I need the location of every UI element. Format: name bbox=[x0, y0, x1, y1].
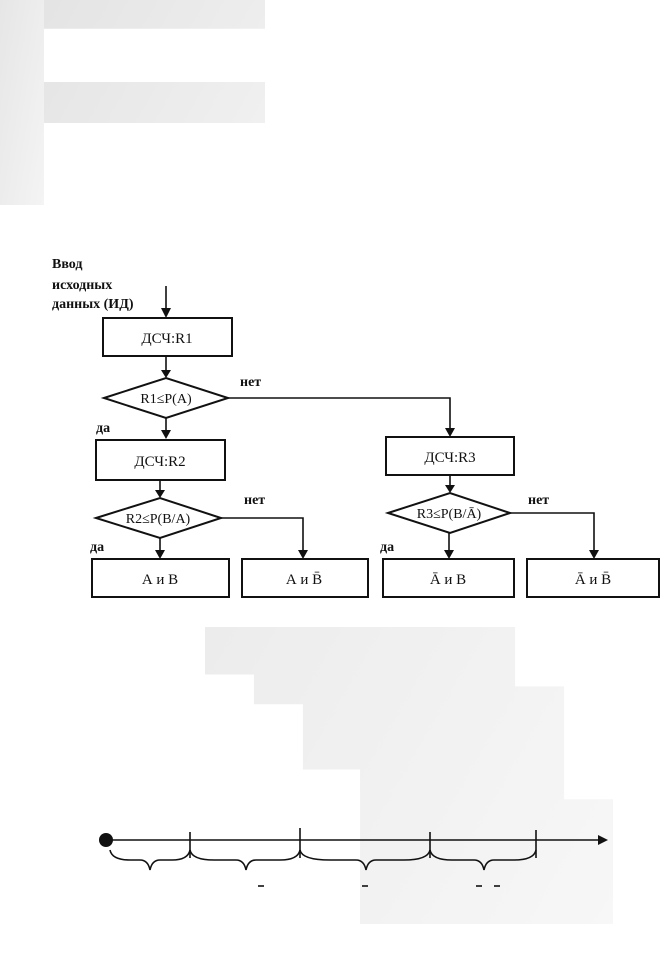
number-line-arrowhead bbox=[598, 835, 608, 845]
outcome-4-label: Ā и B̄ bbox=[575, 572, 611, 588]
outcome-3-box bbox=[382, 558, 515, 598]
arrowhead bbox=[445, 428, 455, 437]
yes-label-3: да bbox=[380, 540, 394, 555]
arrowhead bbox=[444, 550, 454, 559]
arrowhead bbox=[161, 308, 171, 318]
outcome-1-box bbox=[91, 558, 230, 598]
yes-label-2: да bbox=[90, 540, 104, 555]
no-label-3: нет bbox=[528, 493, 549, 508]
background-shade-top-frame bbox=[0, 0, 44, 205]
interval-brace-3 bbox=[299, 849, 431, 871]
condition-1-label: R1≤P(A) bbox=[140, 392, 192, 407]
rng-r3-box bbox=[385, 436, 515, 476]
rng-r1-label: ДСЧ:R1 bbox=[141, 331, 192, 347]
arrowhead bbox=[445, 485, 455, 493]
arrowhead bbox=[155, 550, 165, 559]
yes-label-1: да bbox=[96, 421, 110, 436]
no-label-1: нет bbox=[240, 375, 261, 390]
interval-brace-4 bbox=[429, 849, 537, 871]
arrowhead bbox=[589, 550, 599, 559]
arrowhead bbox=[298, 550, 308, 559]
outcome-2-label: А и B̄ bbox=[286, 572, 322, 588]
arrowhead bbox=[155, 490, 165, 498]
connector bbox=[221, 517, 304, 552]
number-line-origin-point bbox=[99, 833, 113, 847]
input-label-line-3: данных (ИД) bbox=[52, 297, 134, 312]
condition-2-label: R2≤P(B/A) bbox=[126, 512, 191, 527]
arrowhead bbox=[161, 430, 171, 439]
arrowhead bbox=[161, 370, 171, 378]
outcome-4-box bbox=[526, 558, 660, 598]
rng-r2-label: ДСЧ:R2 bbox=[134, 454, 185, 470]
rng-r3-label: ДСЧ:R3 bbox=[424, 450, 475, 466]
interval-brace-2 bbox=[189, 849, 301, 871]
outcome-2-box bbox=[241, 558, 369, 598]
condition-3-label: R3≤P(B/Ā) bbox=[417, 506, 482, 522]
rng-r1-box bbox=[102, 317, 233, 357]
connector bbox=[228, 397, 451, 430]
connector bbox=[510, 512, 595, 552]
outcome-3-label: Ā и В bbox=[430, 572, 466, 588]
interval-brace-1 bbox=[109, 849, 191, 871]
input-label-line-1: Ввод bbox=[52, 257, 82, 272]
input-label-line-2: исходных bbox=[52, 278, 112, 293]
no-label-2: нет bbox=[244, 493, 265, 508]
outcome-1-label: А и В bbox=[142, 572, 178, 588]
